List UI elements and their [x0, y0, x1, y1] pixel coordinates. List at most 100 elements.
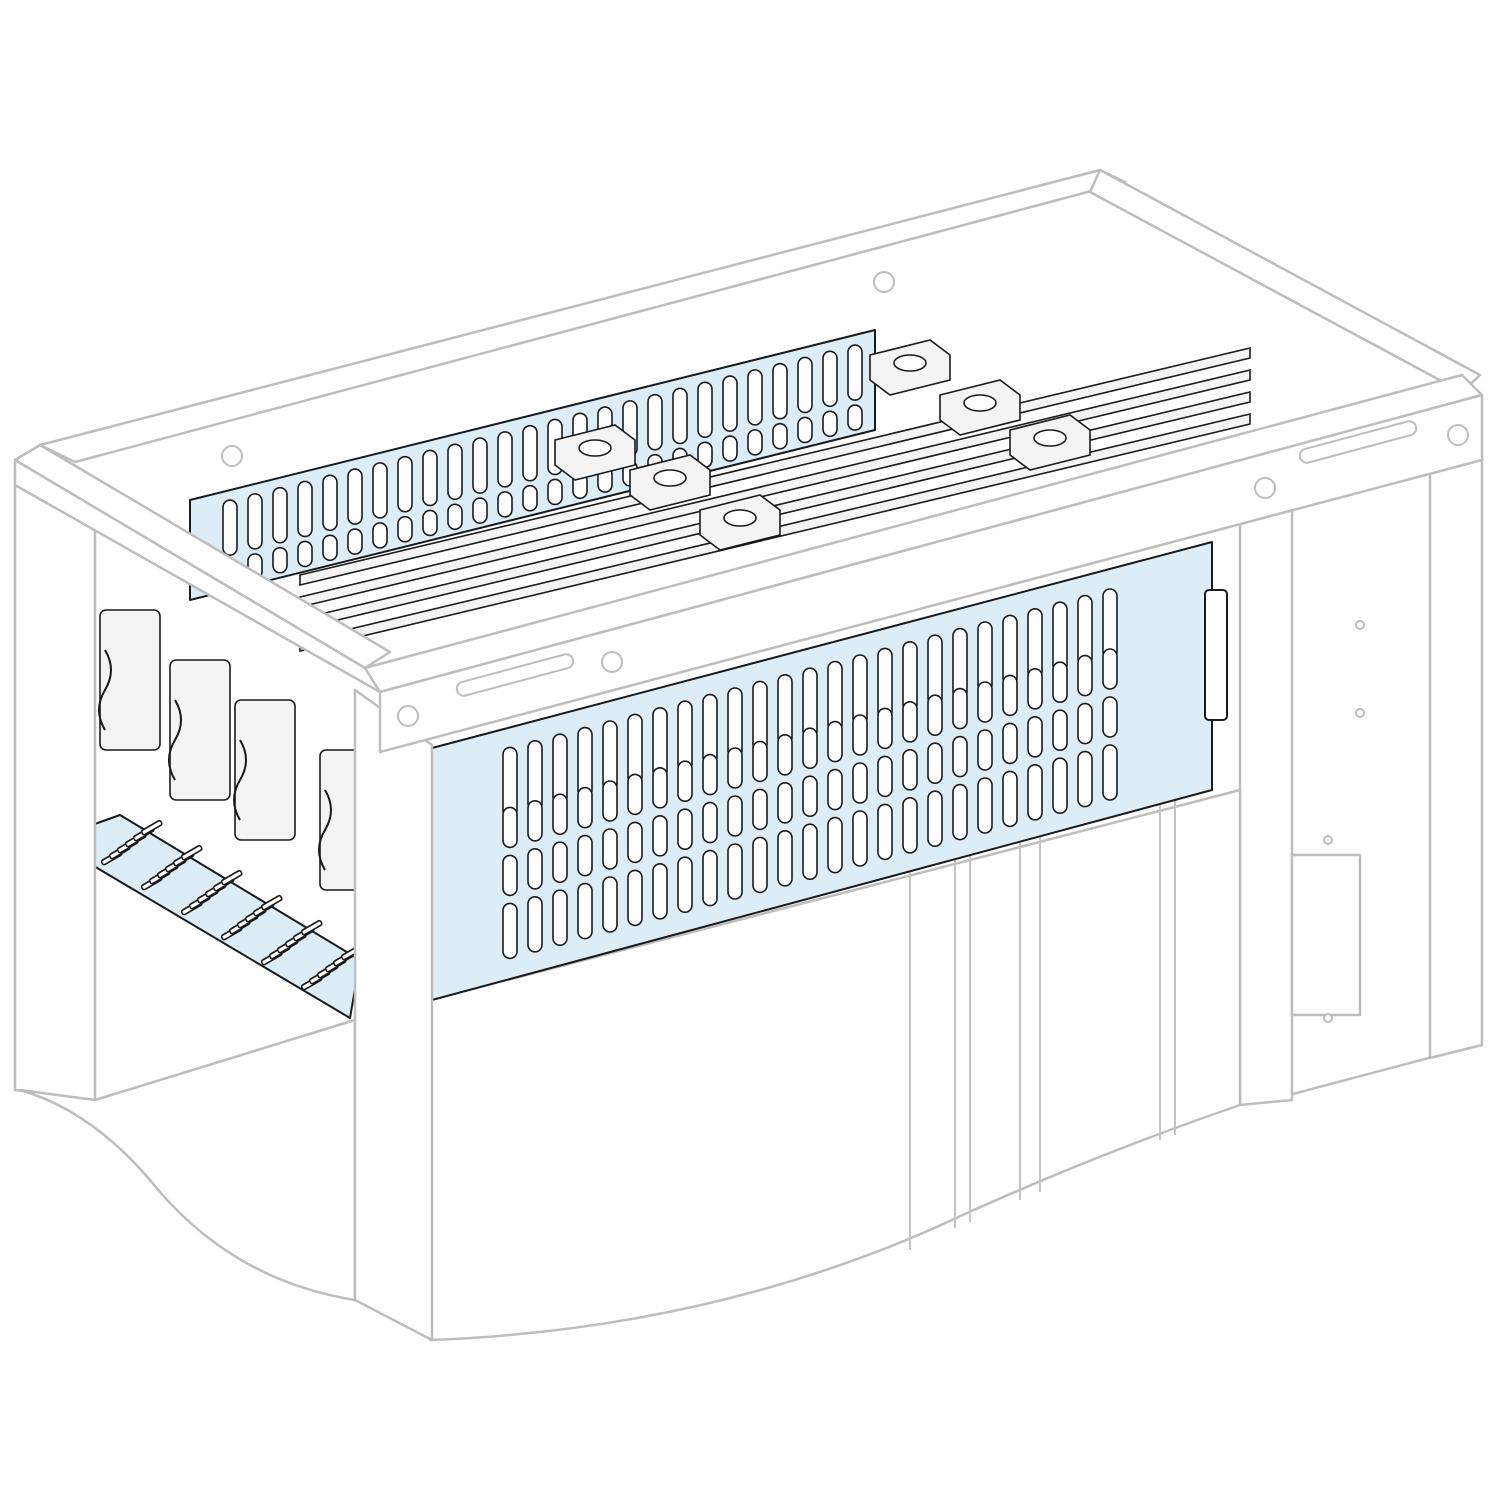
- slot: [472, 497, 488, 524]
- slot: [852, 714, 868, 756]
- slot: [772, 362, 788, 420]
- slot: [497, 491, 513, 518]
- slot: [927, 742, 943, 785]
- slot: [297, 480, 313, 538]
- slot: [627, 869, 643, 927]
- slot: [397, 455, 413, 513]
- slot: [1052, 709, 1068, 752]
- slot: [847, 344, 863, 401]
- slot: [297, 540, 313, 568]
- slot: [1002, 722, 1018, 765]
- right-panel-hole: [1355, 708, 1365, 718]
- front-wall-lines: [909, 800, 1176, 1250]
- clamp-hole: [893, 354, 927, 372]
- slot: [902, 701, 918, 743]
- slot: [422, 509, 438, 537]
- right-rear-post: [1428, 453, 1484, 1060]
- slot: [797, 416, 813, 444]
- slot: [777, 734, 793, 776]
- left-lower-wall: [18, 1018, 357, 1302]
- panel-handle: [1204, 589, 1228, 721]
- middle-post: [1238, 503, 1294, 1107]
- slot: [502, 806, 518, 849]
- slot: [602, 780, 618, 822]
- slot: [727, 843, 743, 900]
- slot: [802, 823, 818, 881]
- slot: [847, 404, 863, 431]
- clamp-hole: [723, 509, 757, 527]
- slot: [527, 848, 543, 890]
- slot: [222, 499, 238, 556]
- slot: [422, 449, 438, 507]
- slot: [747, 369, 763, 426]
- slot: [180, 844, 203, 861]
- slot: [952, 687, 968, 730]
- slot: [952, 735, 968, 778]
- slot: [472, 437, 488, 494]
- slot: [727, 747, 743, 789]
- slot: [1102, 648, 1118, 690]
- slot: [602, 876, 618, 933]
- slot: [502, 902, 518, 960]
- slot: [677, 808, 693, 851]
- slot: [577, 786, 593, 829]
- slot: [502, 854, 518, 897]
- slot: [547, 478, 563, 506]
- slot: [552, 793, 568, 836]
- slot: [672, 387, 688, 445]
- busbar-support: [234, 699, 296, 841]
- slot: [1027, 764, 1043, 821]
- slot: [627, 821, 643, 864]
- slot: [322, 474, 338, 532]
- slot: [522, 484, 538, 512]
- slot: [702, 849, 718, 907]
- floor-panel-slots: [100, 819, 363, 991]
- slot: [722, 435, 738, 462]
- slot: [777, 782, 793, 824]
- slot: [702, 753, 718, 796]
- slot: [952, 783, 968, 841]
- support-profile: [318, 789, 332, 871]
- right-panel-hole: [1323, 1013, 1333, 1023]
- slot: [577, 882, 593, 940]
- floor-perforated-panel: [49, 814, 361, 1019]
- slot: [220, 869, 243, 886]
- right-panel-hole: [1355, 620, 1365, 630]
- slot: [827, 720, 843, 763]
- slot: [697, 381, 713, 439]
- slot: [1002, 770, 1018, 828]
- slot: [552, 889, 568, 947]
- slot: [702, 801, 718, 844]
- slot: [1077, 654, 1093, 697]
- slot: [522, 424, 538, 482]
- slot: [1102, 744, 1118, 801]
- back-top-beam: [38, 168, 1127, 464]
- slot: [652, 767, 668, 809]
- slot: [1027, 716, 1043, 758]
- slot: [347, 528, 363, 555]
- busbar-set: [299, 339, 1251, 653]
- slot: [802, 775, 818, 818]
- slot: [852, 762, 868, 804]
- slot: [602, 828, 618, 870]
- slot: [797, 356, 813, 414]
- busbar-support: [99, 609, 161, 751]
- slot: [827, 768, 843, 811]
- slot: [627, 773, 643, 816]
- clamp-hole: [963, 394, 997, 412]
- right-top-beam: [1088, 168, 1482, 394]
- slot: [347, 468, 363, 525]
- left-rear-post: [13, 468, 97, 1102]
- slot: [1052, 757, 1068, 815]
- support-profile: [98, 649, 112, 731]
- slot: [822, 350, 838, 408]
- slot: [652, 863, 668, 920]
- vertical-busbar-supports: [98, 609, 381, 891]
- slot: [802, 727, 818, 770]
- slot: [822, 410, 838, 438]
- slot: [527, 800, 543, 842]
- slot: [977, 729, 993, 771]
- front-panel-slots: [502, 588, 1118, 960]
- clamp-hole: [578, 439, 612, 457]
